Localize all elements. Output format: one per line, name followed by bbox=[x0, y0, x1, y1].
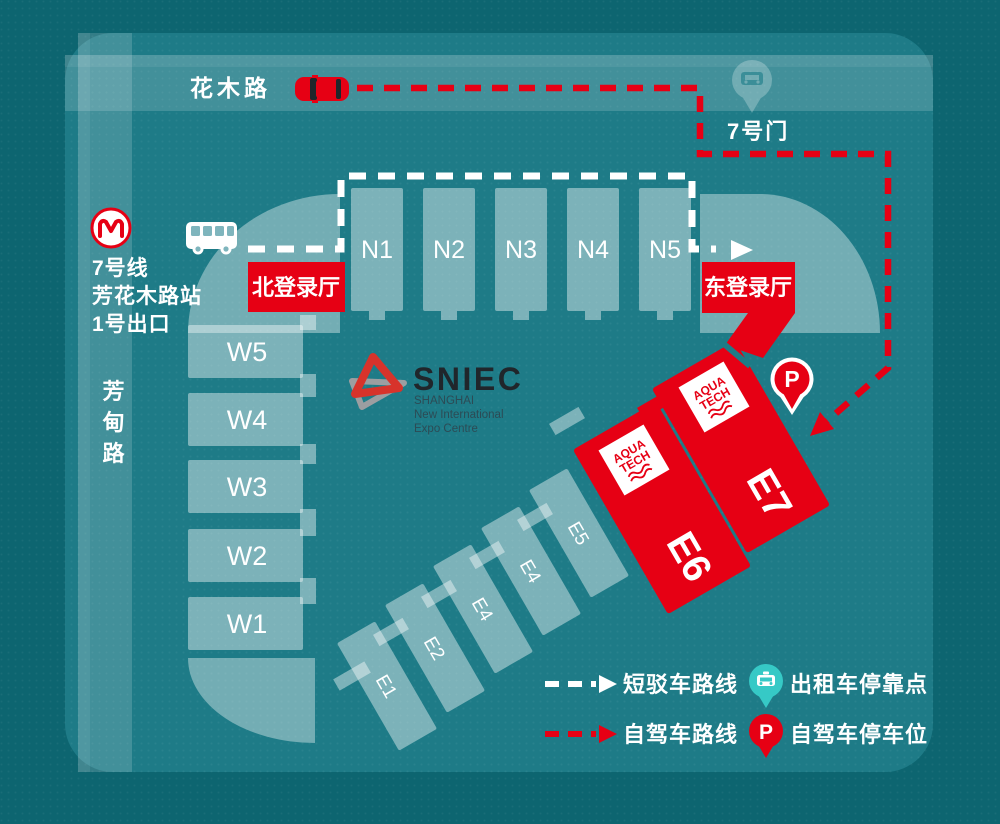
hall-n2 bbox=[423, 188, 475, 311]
sniec-logo-red-triangle bbox=[351, 353, 403, 398]
legend-parking-label: 自驾车停车位 bbox=[790, 722, 928, 747]
metro-logo-icon bbox=[90, 207, 132, 249]
hall-e3 bbox=[433, 545, 533, 673]
sniec-logo: SNIEC SHANGHAI New International Expo Ce… bbox=[349, 353, 523, 435]
drive-route-arrowhead bbox=[810, 412, 834, 436]
taxi-pin-faint-icon bbox=[732, 60, 772, 113]
hall-e1 bbox=[337, 622, 437, 750]
svg-text:W1: W1 bbox=[227, 609, 268, 639]
ramp-gap bbox=[716, 336, 752, 369]
road-fangdian bbox=[78, 33, 132, 772]
west-halls bbox=[188, 325, 303, 650]
north-entrance-label: 北登录厅 bbox=[252, 275, 340, 300]
legend-parking-pin-letter: P bbox=[759, 721, 773, 744]
road-huamu-highlight bbox=[65, 55, 933, 67]
svg-text:N3: N3 bbox=[505, 236, 537, 264]
svg-text:W4: W4 bbox=[227, 405, 268, 435]
gate7-label: 7号门 bbox=[727, 119, 789, 144]
metro-exit-label: 1号出口 bbox=[92, 313, 171, 336]
east-small-halls bbox=[333, 406, 629, 750]
parking-pin-icon: P bbox=[770, 357, 814, 415]
svg-text:W2: W2 bbox=[227, 541, 268, 571]
svg-text:N2: N2 bbox=[433, 236, 465, 264]
svg-text:W5: W5 bbox=[227, 337, 268, 367]
west-hall-labels: W5 W4 W3 W2 W1 bbox=[227, 337, 268, 639]
legend-drive-arrowhead bbox=[599, 725, 617, 743]
concourse-southwest bbox=[188, 658, 315, 743]
north-entrance-box bbox=[248, 262, 345, 312]
legend-taxi-pin-icon bbox=[749, 664, 783, 708]
sniec-logo-sub3: Expo Centre bbox=[414, 423, 478, 435]
sniec-logo-sub1: SHANGHAI bbox=[414, 395, 474, 407]
hall-w2 bbox=[188, 529, 303, 582]
hall-n4 bbox=[567, 188, 619, 311]
legend-shuttle-label: 短驳车路线 bbox=[623, 672, 738, 697]
north-halls bbox=[351, 188, 691, 320]
hall-n3 bbox=[495, 188, 547, 311]
svg-text:W3: W3 bbox=[227, 472, 268, 502]
north-hall-labels: N1 N2 N3 N4 N5 bbox=[361, 236, 681, 264]
west-hall-connectors bbox=[300, 315, 316, 604]
hall-w3 bbox=[188, 460, 303, 513]
bus-icon bbox=[186, 222, 237, 255]
east-entrance-box bbox=[702, 262, 795, 313]
svg-text:芳甸路: 芳甸路 bbox=[100, 380, 126, 473]
hall-e2 bbox=[385, 584, 485, 712]
road-label-huamu: 花木路 bbox=[190, 75, 271, 101]
legend-taxi-label: 出租车停靠点 bbox=[790, 672, 928, 697]
legend: 短驳车路线 出租车停靠点 自驾车路线 P 自驾车停车位 bbox=[545, 664, 928, 758]
shuttle-route-line bbox=[248, 172, 716, 253]
aquatech-logo-e6: AQUA TECH bbox=[598, 424, 670, 496]
hall-n5 bbox=[639, 188, 691, 311]
svg-text:N5: N5 bbox=[649, 236, 681, 264]
parking-pin-letter: P bbox=[784, 366, 799, 392]
legend-drive-label: 自驾车路线 bbox=[623, 722, 738, 747]
hall-n1 bbox=[351, 188, 403, 311]
hall-e5 bbox=[529, 469, 629, 597]
svg-text:N4: N4 bbox=[577, 236, 609, 264]
road-label-fangdian: 芳甸路 bbox=[100, 380, 126, 473]
road-huamu bbox=[65, 55, 933, 111]
legend-parking-pin-icon: P bbox=[749, 714, 783, 758]
sniec-logo-name: SNIEC bbox=[413, 361, 523, 397]
east-entrance-label: 东登录厅 bbox=[704, 275, 792, 300]
car-icon bbox=[295, 75, 349, 103]
hall-w5 bbox=[188, 325, 303, 378]
metro-station-label: 芳花木路站 bbox=[92, 284, 202, 308]
road-fangdian-highlight bbox=[78, 33, 90, 772]
hall-e4 bbox=[481, 507, 581, 635]
legend-shuttle-arrowhead bbox=[599, 675, 617, 693]
sniec-logo-sub2: New International bbox=[414, 409, 504, 421]
aquatech-logo-e7: AQUA TECH bbox=[678, 361, 750, 433]
east-entrance-ramp bbox=[725, 313, 795, 358]
shuttle-route-arrowhead bbox=[731, 240, 753, 260]
hall-w1 bbox=[188, 597, 303, 650]
svg-text:N1: N1 bbox=[361, 236, 393, 264]
drive-route-line bbox=[357, 84, 892, 425]
metro-line-label: 7号线 bbox=[92, 256, 149, 280]
hall-w4 bbox=[188, 393, 303, 446]
